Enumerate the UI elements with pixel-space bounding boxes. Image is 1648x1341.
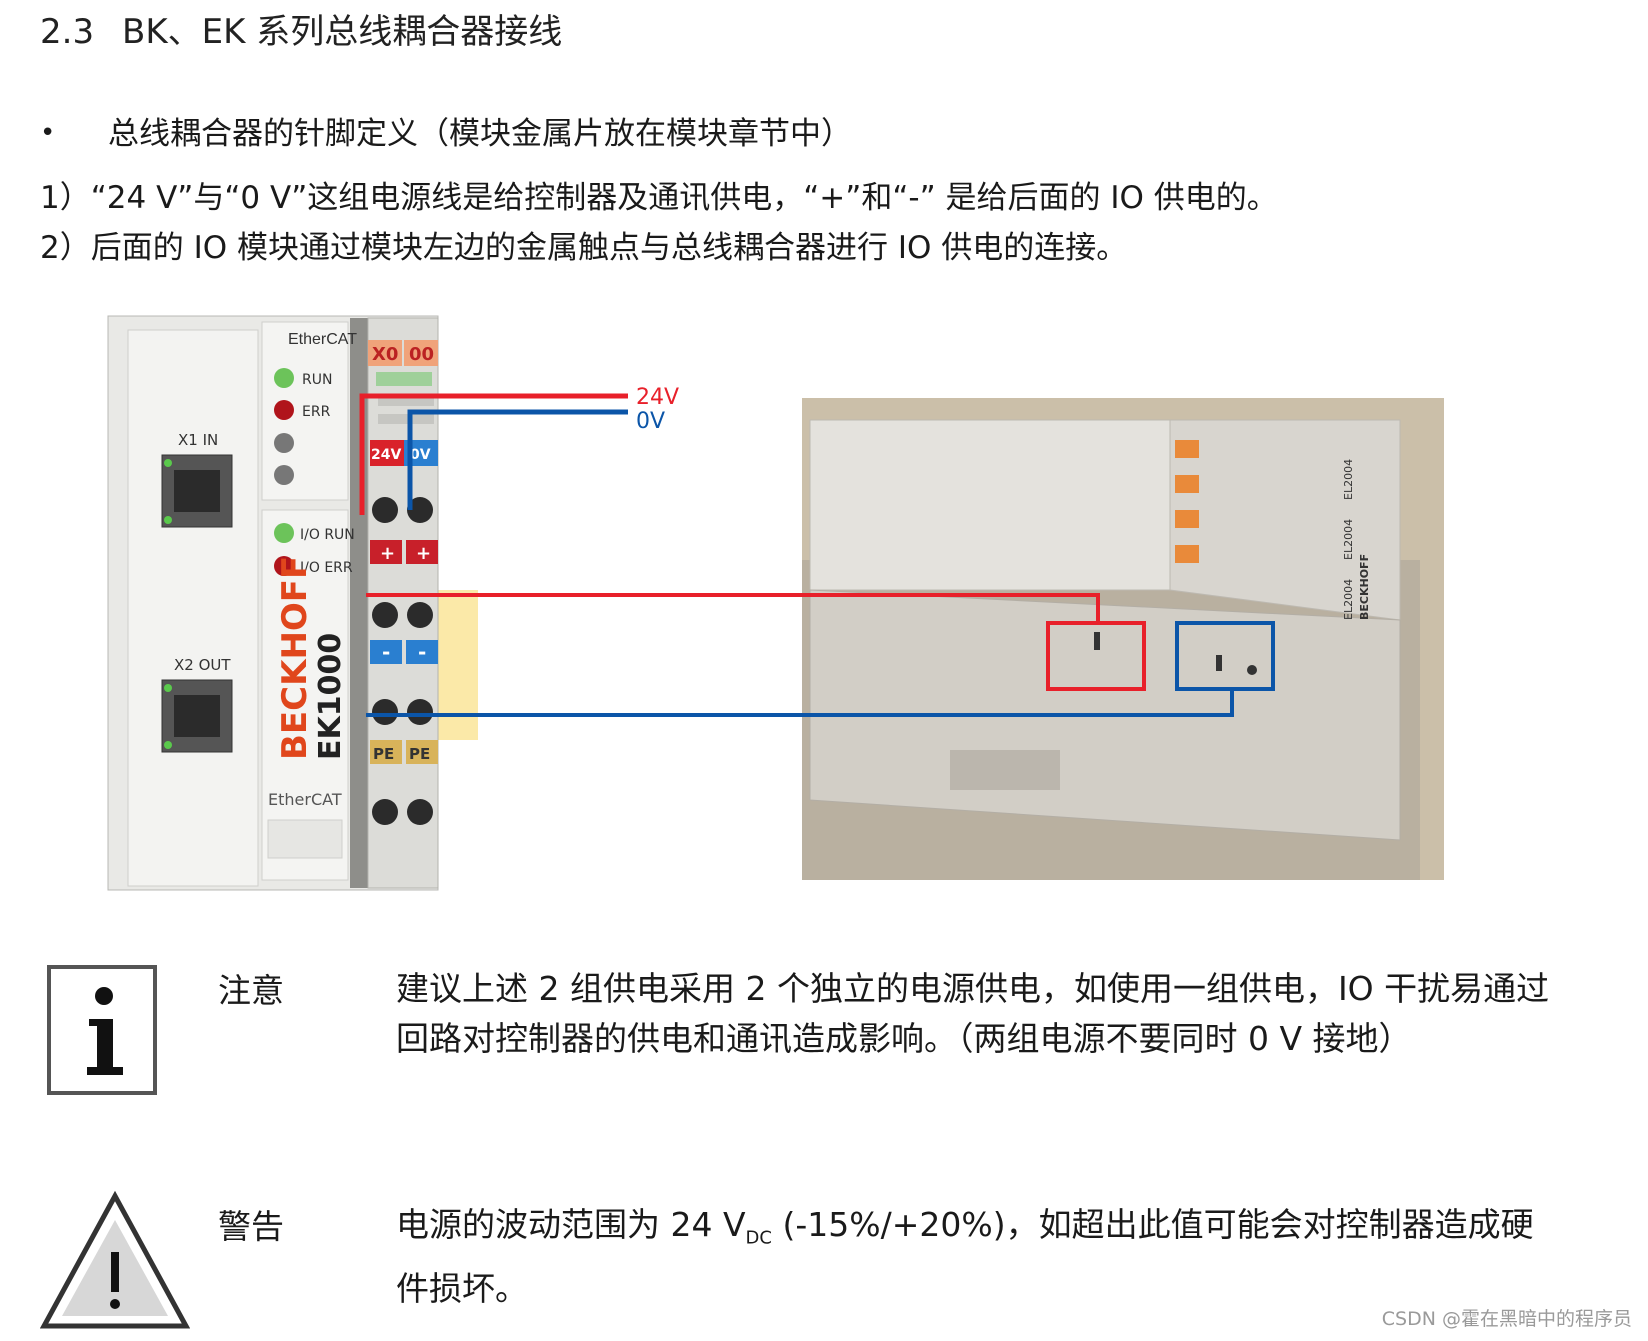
contact-hole-icon (1247, 665, 1257, 675)
brand-label: BECKHOFF (275, 556, 315, 760)
terminal-screw-icon-3 (372, 602, 398, 628)
wiring-figure: EtherCAT RUN ERR I/O RUN I/O ERR BECKHOF… (107, 315, 1444, 891)
terminal-screw-icon (372, 497, 398, 523)
terminal-pe-bg (370, 740, 402, 764)
terminal-pe-label: PE (373, 745, 394, 763)
err-led-icon (274, 400, 294, 420)
wire-0v (407, 409, 628, 510)
info-icon (47, 965, 157, 1095)
led-off-icon-2 (274, 465, 294, 485)
warning-text: 电源的波动范围为 24 VDC (-15%/+20%)，如超出此值可能会对控制器… (396, 1200, 1556, 1314)
terminal-minus-bg (370, 640, 402, 664)
watermark: CSDN @霍在黑暗中的程序员 (1381, 1308, 1632, 1330)
io-run-led-icon (274, 523, 294, 543)
io-run-led-label: I/O RUN (300, 527, 355, 543)
terminal-label-00: 00 (409, 344, 434, 365)
port-in-led-icon (164, 459, 172, 467)
section-title: BK、EK 系列总线耦合器接线 (122, 12, 563, 52)
terminal-minus-bg-2 (406, 640, 438, 664)
contact-pin-icon (1094, 632, 1100, 650)
port-in-led-icon-2 (164, 516, 172, 524)
port-out-led-icon (164, 684, 172, 692)
port-in-label: X1 IN (178, 431, 218, 449)
section-number: 2.3 (40, 12, 95, 52)
wire-plus-contact (366, 593, 1100, 625)
terminal-minus-label-2: - (418, 640, 426, 664)
terminal-label-x0-bg (368, 340, 402, 366)
run-led-label: RUN (302, 372, 332, 388)
photo-module-front (809, 419, 1171, 591)
terminal-led-strip (376, 372, 432, 386)
photo-orange-tab-3 (1175, 510, 1199, 528)
port-out-label: X2 OUT (174, 656, 231, 674)
photo-module-text-3: EL2004 (1342, 579, 1355, 620)
rj45-out-socket (174, 695, 220, 737)
io-err-led-icon (274, 556, 294, 576)
bullet-text: 总线耦合器的针脚定义（模块金属片放在模块章节中） (108, 116, 852, 152)
list-item-2: 2）后面的 IO 模块通过模块左边的金属触点与总线耦合器进行 IO 供电的连接。 (40, 230, 1128, 266)
photo-module-text-2: EL2004 (1342, 519, 1355, 560)
contact-pin-icon-2 (1216, 655, 1222, 671)
terminal-screw-icon-5 (372, 699, 398, 725)
blue-contact-box (1175, 621, 1275, 691)
terminal-minus-label: - (382, 640, 390, 664)
bullet-line: • 总线耦合器的针脚定义（模块金属片放在模块章节中） (40, 108, 852, 153)
terminal-0v-label: 0V (410, 447, 431, 463)
port-out-led-icon-2 (164, 741, 172, 749)
terminal-24v-label: 24V (371, 447, 401, 463)
label-0v: 0V (636, 409, 665, 434)
terminal-screw-icon-6 (407, 699, 433, 725)
terminal-pe-label-2: PE (409, 745, 430, 763)
model-label: EK1000 (313, 633, 348, 760)
photo-module-brand: BECKHOFF (1358, 554, 1371, 620)
terminal-label-00-bg (404, 340, 438, 366)
rj45-in-socket (174, 470, 220, 512)
warning-text-after: (-15%/+20%)，如超出此值可能会对控制器造成硬件损坏。 (396, 1205, 1534, 1308)
photo-orange-tab-4 (1175, 545, 1199, 563)
led-off-icon (274, 433, 294, 453)
err-led-label: ERR (302, 404, 331, 420)
red-contact-box (1046, 621, 1146, 691)
bottom-tab (267, 819, 343, 859)
terminal-screw-icon-8 (407, 799, 433, 825)
io-err-led-label: I/O ERR (300, 560, 353, 576)
terminal-label-x0: X0 (372, 344, 398, 365)
warning-text-sub: DC (745, 1227, 772, 1249)
wiring-diagram: EtherCAT RUN ERR I/O RUN I/O ERR BECKHOF… (107, 315, 1444, 891)
terminal-plus-bg-2 (406, 540, 438, 564)
terminal-pe-bg-2 (406, 740, 438, 764)
bus-label-top: EtherCAT (288, 331, 357, 348)
terminal-slot-2 (378, 414, 434, 424)
terminal-plus-label-2: + (416, 543, 431, 564)
warning-text-before: 电源的波动范围为 24 V (396, 1205, 746, 1244)
terminal-plus-bg (370, 540, 402, 564)
note-label: 注意 (218, 971, 284, 1010)
warning-icon (40, 1190, 190, 1329)
run-led-icon (274, 368, 294, 388)
photo-module-vent (950, 750, 1060, 790)
photo-orange-tab-2 (1175, 475, 1199, 493)
photo-orange-tab (1175, 440, 1199, 458)
note-text: 建议上述 2 组供电采用 2 个独立的电源供电，如使用一组供电，IO 干扰易通过… (396, 969, 1550, 1058)
terminal-screw-icon-7 (372, 799, 398, 825)
label-24v: 24V (636, 385, 679, 410)
bus-label-bottom: EtherCAT (268, 790, 342, 809)
terminal-24v-bg (370, 440, 404, 466)
terminal-screw-icon-4 (407, 602, 433, 628)
photo-module-text: EL2004 (1342, 459, 1355, 500)
coupler-divider (350, 318, 368, 888)
wire-minus-contact (366, 690, 1234, 717)
bullet-symbol: • (40, 118, 56, 148)
warning-label: 警告 (218, 1207, 284, 1246)
terminal-screw-icon-2 (407, 497, 433, 523)
list-item-1: 1）“24 V”与“0 V”这组电源线是给控制器及通讯供电，“+”和“-” 是给… (40, 180, 1278, 216)
terminal-slot (378, 396, 434, 406)
wire-24v (359, 393, 628, 515)
coupler-left-panel (127, 329, 259, 887)
section-heading: 2.3 BK、EK 系列总线耦合器接线 (40, 4, 562, 53)
terminal-plus-label: + (380, 543, 395, 564)
